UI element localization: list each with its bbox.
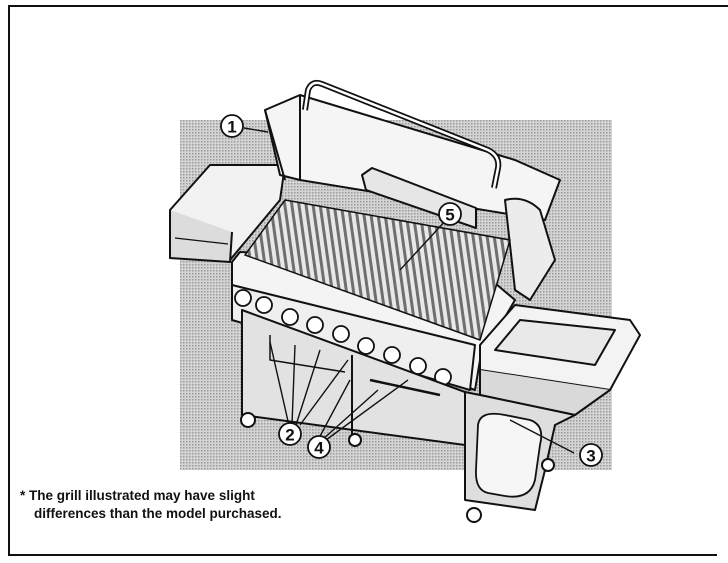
callout-1: 1 (220, 114, 244, 138)
callout-1-label: 1 (227, 118, 236, 137)
grill-body (169, 79, 641, 523)
leader-lines (243, 127, 575, 454)
footnote-line-1: * The grill illustrated may have slight (20, 488, 255, 503)
footnote: * The grill illustrated may have slight … (20, 487, 420, 523)
callout-4-label: 4 (314, 439, 324, 458)
callout-4: 4 (307, 435, 331, 459)
callout-2-label: 2 (285, 426, 294, 445)
footnote-line-2: differences than the model purchased. (34, 506, 282, 521)
frame-top-border (8, 5, 728, 7)
callout-3: 3 (579, 443, 603, 467)
callout-5: 5 (438, 202, 462, 226)
callout-2: 2 (278, 422, 302, 446)
callout-5-label: 5 (445, 206, 454, 225)
callout-3-label: 3 (586, 447, 595, 466)
